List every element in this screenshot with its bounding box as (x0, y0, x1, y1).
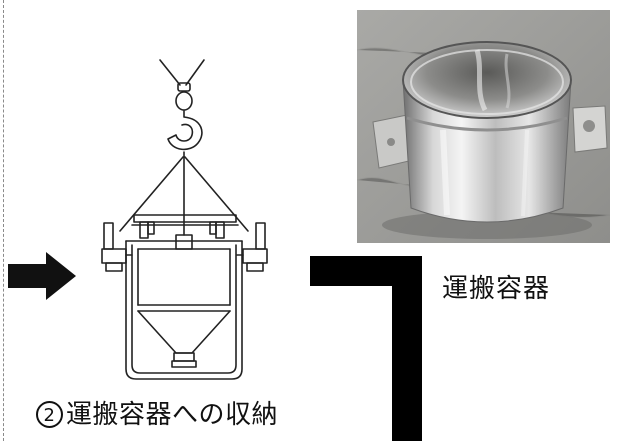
transport-container-outline (125, 240, 243, 380)
step-number-badge: 2 (36, 401, 63, 428)
lifting-slings (119, 156, 249, 232)
right-arrow-icon (8, 252, 76, 300)
crane-hook-icon (167, 82, 203, 158)
dashed-divider (3, 0, 4, 441)
hopper-vessel (137, 248, 231, 368)
step-label: 運搬容器への収納 (66, 400, 279, 430)
separator-bracket (310, 256, 422, 441)
photo-caption: 運搬容器 (442, 274, 551, 304)
container-lid (131, 214, 239, 250)
hoisted-container-diagram (101, 59, 268, 380)
transport-container-photo (357, 10, 610, 243)
crane-wire (159, 59, 205, 86)
